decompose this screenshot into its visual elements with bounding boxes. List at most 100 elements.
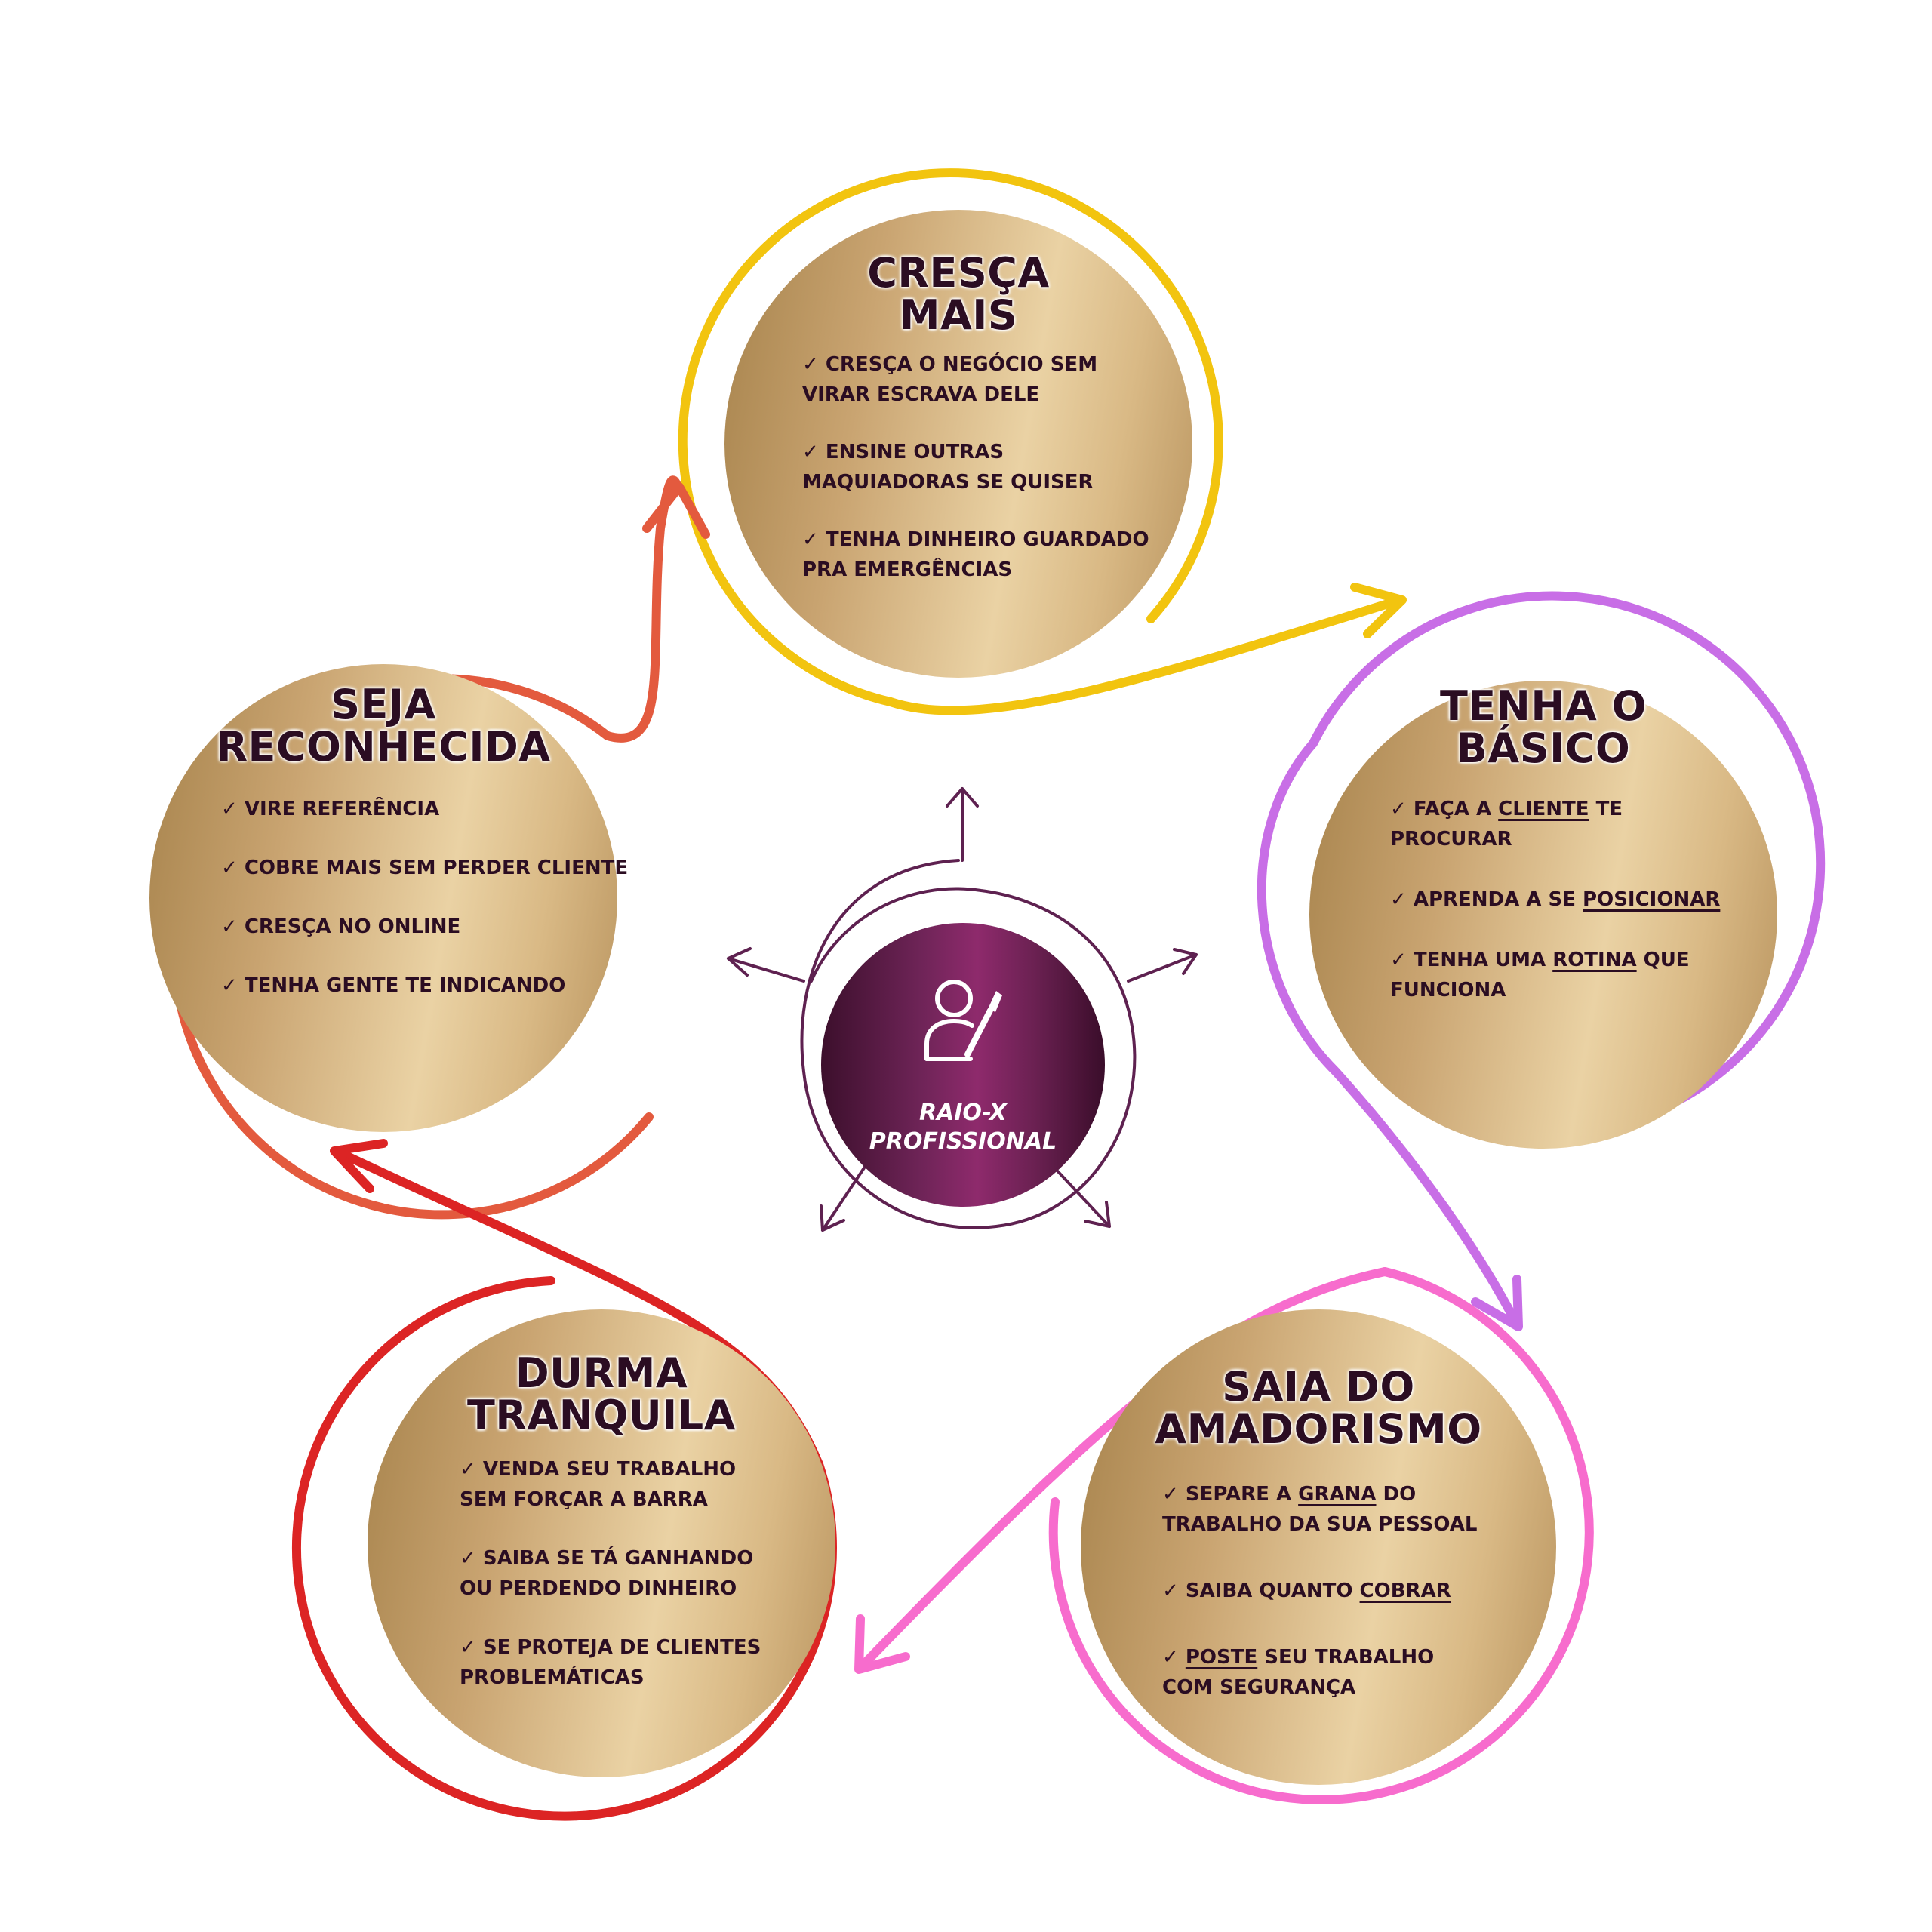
arrowhead-durma-to-seja <box>330 1139 388 1193</box>
node-items: ✓ SEPARE A GRANA DO TRABALHO DA SUA PESSO… <box>1162 1479 1477 1703</box>
arrow-basico-to-saia <box>1257 739 1521 1329</box>
node-title: CRESÇA MAIS <box>724 252 1192 337</box>
bullet-text: ✓ VENDA SEU TRABALHO <box>460 1458 737 1481</box>
bullet-item: ✓ APRENDA A SE POSICIONAR <box>1390 884 1720 915</box>
highlight-word: GRANA <box>1298 1483 1377 1506</box>
bullet-text: ✓ SAIBA QUANTO <box>1162 1580 1360 1602</box>
bullet-text: ✓ SAIBA SE TÁ GANHANDO <box>460 1547 754 1570</box>
bullet-line: ✓ SAIBA QUANTO COBRAR <box>1162 1576 1477 1606</box>
bullet-line: ✓ SEPARE A GRANA DO <box>1162 1479 1477 1509</box>
bullet-line: ✓ APRENDA A SE POSICIONAR <box>1390 884 1720 915</box>
center-spiral <box>727 787 1198 1232</box>
title-line1: DURMA <box>515 1349 688 1397</box>
bullet-text: OU PERDENDO DINHEIRO <box>460 1577 737 1600</box>
bullet-text: VIRAR ESCRAVA DELE <box>802 383 1040 406</box>
arrow-cresca-to-basico <box>886 595 1404 715</box>
highlight-word: POSICIONAR <box>1583 888 1721 911</box>
center-node: RAIO-X PROFISSIONAL <box>821 923 1105 1207</box>
bullet-line: ✓ POSTE SEU TRABALHO <box>1162 1642 1477 1672</box>
bullet-line: FUNCIONA <box>1390 975 1720 1005</box>
bullet-item: ✓ SEPARE A GRANA DO TRABALHO DA SUA PESSO… <box>1162 1479 1477 1540</box>
bullet-line: ✓ CRESÇA NO ONLINE <box>221 912 628 942</box>
bullet-item: ✓ VENDA SEU TRABALHO SEM FORÇAR A BARRA <box>460 1454 761 1515</box>
bullet-line: SEM FORÇAR A BARRA <box>460 1484 761 1515</box>
bullet-line: ✓ TENHA DINHEIRO GUARDADO <box>802 525 1149 555</box>
arrowhead-saia-to-durma <box>854 1614 910 1674</box>
highlight-word: CLIENTE <box>1498 798 1589 820</box>
title-line2: BÁSICO <box>1456 724 1631 772</box>
bullet-text: FUNCIONA <box>1390 979 1506 1001</box>
node-durma-tranquila: DURMA TRANQUILA ✓ VENDA SEU TRABALHO SEM … <box>368 1309 835 1777</box>
bullet-text: QUE <box>1636 949 1690 971</box>
bullet-line: COM SEGURANÇA <box>1162 1672 1477 1703</box>
bullet-text: ✓ APRENDA A SE <box>1390 888 1583 911</box>
bullet-text: COM SEGURANÇA <box>1162 1676 1356 1699</box>
highlight-word: POSTE <box>1185 1646 1258 1669</box>
bullet-line: OU PERDENDO DINHEIRO <box>460 1574 761 1604</box>
makeup-artist-icon <box>924 980 1002 1061</box>
node-items: ✓ VIRE REFERÊNCIA ✓ COBRE MAIS SEM PERDER… <box>221 794 628 1001</box>
title-line1: SEJA <box>331 681 436 728</box>
bullet-text: ✓ VIRE REFERÊNCIA <box>221 798 440 820</box>
bullet-item: ✓ SAIBA SE TÁ GANHANDO OU PERDENDO DINHEI… <box>460 1543 761 1604</box>
bullet-text: ✓ TENHA UMA <box>1390 949 1553 971</box>
bullet-text: TRABALHO DA SUA PESSOAL <box>1162 1513 1478 1536</box>
bullet-line: MAQUIADORAS SE QUISER <box>802 467 1149 497</box>
bullet-item: ✓ TENHA GENTE TE INDICANDO <box>221 971 628 1001</box>
bullet-item: ✓ ENSINE OUTRAS MAQUIADORAS SE QUISER <box>802 437 1149 497</box>
arrow-seja-to-cresca <box>603 475 684 743</box>
title-line2: RECONHECIDA <box>216 723 551 771</box>
center-label-line1: RAIO-X <box>918 1100 1008 1126</box>
bullet-line: PROBLEMÁTICAS <box>460 1663 761 1693</box>
title-line1: CRESÇA <box>867 249 1050 297</box>
title-line2: AMADORISMO <box>1155 1405 1482 1453</box>
arrowhead-cresca-to-basico <box>1350 583 1407 638</box>
bullet-line: ✓ TENHA UMA ROTINA QUE <box>1390 945 1720 975</box>
node-title: SAIA DO AMADORISMO <box>1081 1366 1556 1451</box>
bullet-text: TE <box>1589 798 1623 820</box>
bullet-text: MAQUIADORAS SE QUISER <box>802 471 1094 494</box>
center-label: RAIO-X PROFISSIONAL <box>821 1099 1105 1156</box>
bullet-text: DO <box>1376 1483 1417 1506</box>
bullet-line: ✓ ENSINE OUTRAS <box>802 437 1149 467</box>
bullet-item: ✓ CRESÇA NO ONLINE <box>221 912 628 942</box>
bullet-text: ✓ CRESÇA NO ONLINE <box>221 915 461 938</box>
bullet-line: PRA EMERGÊNCIAS <box>802 555 1149 585</box>
arrowhead-seja-to-cresca <box>642 482 710 539</box>
bullet-line: VIRAR ESCRAVA DELE <box>802 380 1149 410</box>
title-line2: TRANQUILA <box>467 1392 736 1439</box>
title-line2: MAIS <box>899 291 1018 339</box>
bullet-item: ✓ FAÇA A CLIENTE TE PROCURAR <box>1390 794 1720 854</box>
bullet-line: PROCURAR <box>1390 824 1720 854</box>
bullet-line: ✓ COBRE MAIS SEM PERDER CLIENTE <box>221 853 628 883</box>
bullet-item: ✓ SAIBA QUANTO COBRAR <box>1162 1576 1477 1606</box>
bullet-text: ✓ COBRE MAIS SEM PERDER CLIENTE <box>221 857 629 879</box>
bullet-text: PROCURAR <box>1390 828 1512 851</box>
title-line1: TENHA O <box>1439 682 1647 730</box>
node-title: SEJA RECONHECIDA <box>149 684 617 768</box>
highlight-word: COBRAR <box>1359 1580 1451 1602</box>
node-tenha-o-basico: TENHA O BÁSICO ✓ FAÇA A CLIENTE TE PROCUR… <box>1309 681 1777 1149</box>
bullet-text: SEM FORÇAR A BARRA <box>460 1488 708 1511</box>
bullet-item: ✓ TENHA UMA ROTINA QUE FUNCIONA <box>1390 945 1720 1005</box>
ring-cresca-mais <box>678 168 1223 706</box>
bullet-text: SEU TRABALHO <box>1257 1646 1435 1669</box>
center-label-line2: PROFISSIONAL <box>869 1128 1057 1155</box>
bullet-item: ✓ POSTE SEU TRABALHO COM SEGURANÇA <box>1162 1642 1477 1703</box>
ring-saia-do-amadorismo <box>1048 1267 1594 1804</box>
title-line1: SAIA DO <box>1222 1363 1415 1411</box>
bullet-line: ✓ FAÇA A CLIENTE TE <box>1390 794 1720 824</box>
ring-durma-tranquila <box>292 1276 837 1821</box>
arrowhead-basico-to-saia <box>1471 1275 1523 1331</box>
bullet-text: ✓ <box>1162 1646 1186 1669</box>
node-seja-reconhecida: SEJA RECONHECIDA ✓ VIRE REFERÊNCIA ✓ COBR… <box>149 664 628 1132</box>
bullet-text: ✓ TENHA GENTE TE INDICANDO <box>221 974 566 997</box>
bullet-text: PROBLEMÁTICAS <box>460 1666 645 1689</box>
bullet-line: ✓ TENHA GENTE TE INDICANDO <box>221 971 628 1001</box>
